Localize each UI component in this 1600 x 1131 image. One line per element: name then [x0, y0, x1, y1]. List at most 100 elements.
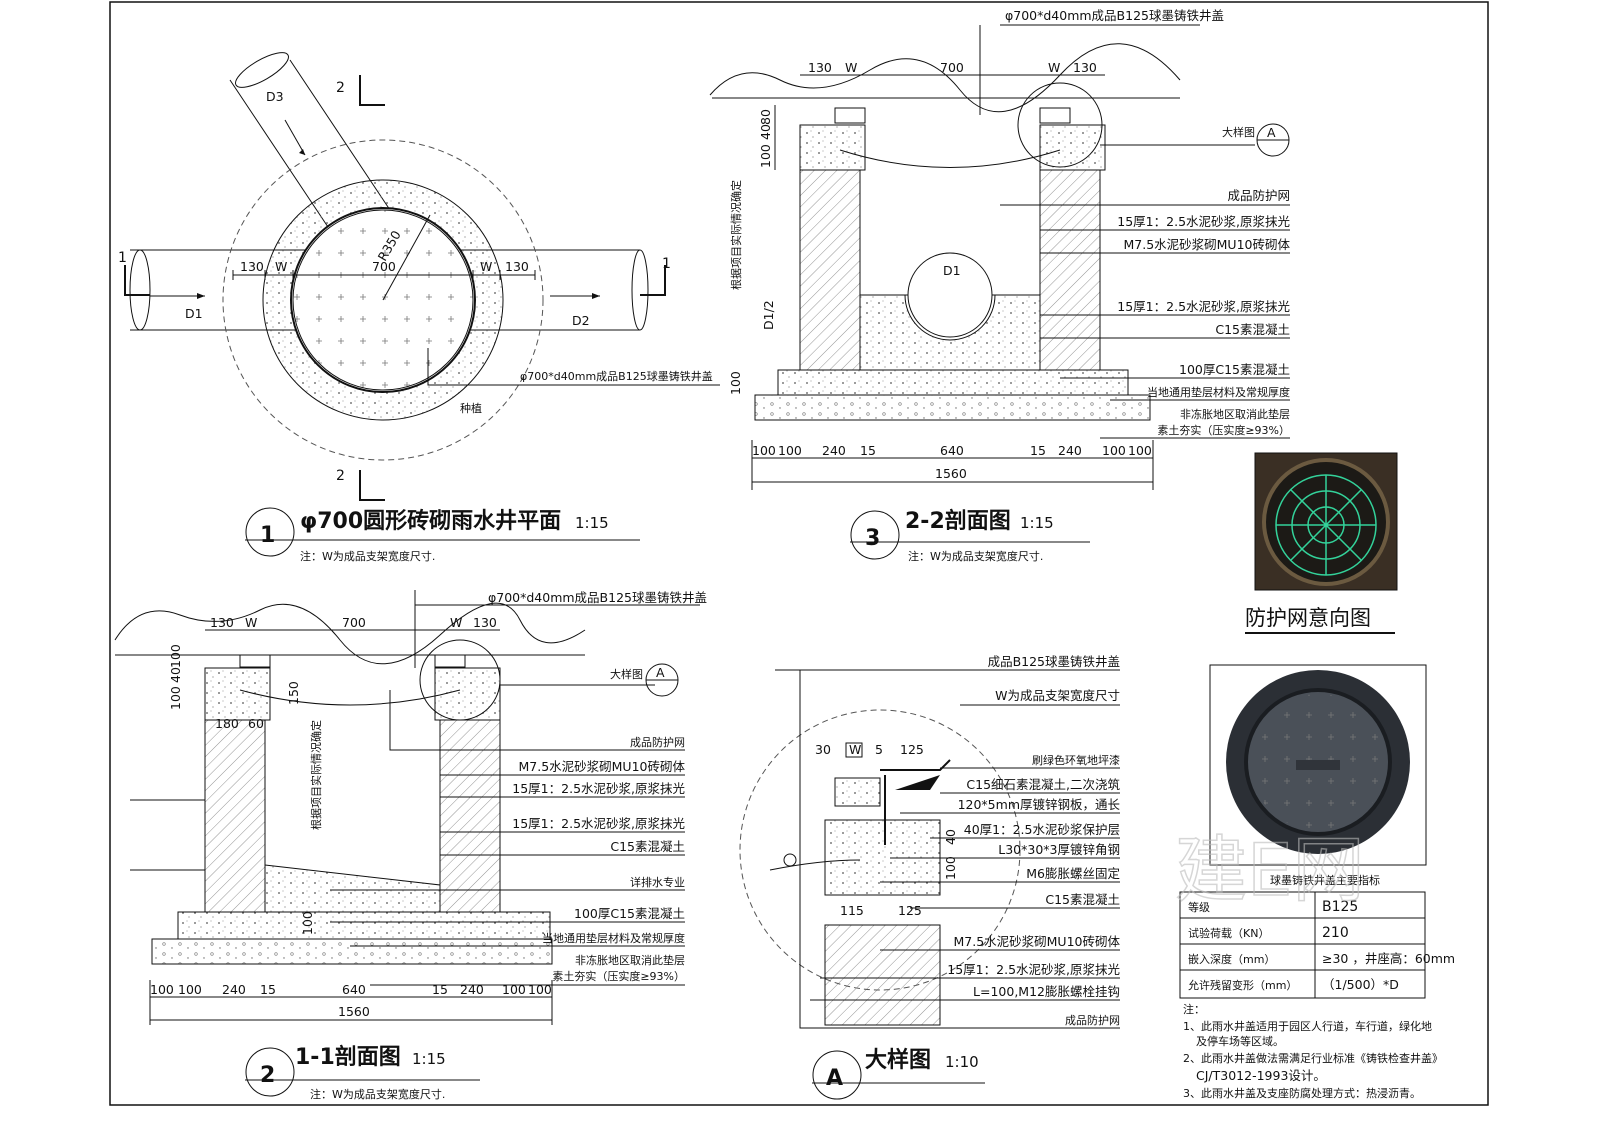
pipe-d3-label: D3 — [266, 89, 284, 104]
section-mark-1-right: 1 — [662, 256, 671, 272]
callout-label: M7.5水泥砂浆砌MU10砖砌体 — [518, 759, 685, 774]
dim: 100 — [502, 982, 526, 997]
half-pipe-dim: D1/2 — [761, 300, 776, 330]
cover-photo — [1209, 664, 1427, 866]
callout-label: 刷绿色环氧地坪漆 — [1032, 753, 1120, 767]
section22-callouts: 成品防护网 15厚1：2.5水泥砂浆,原浆抹光 M7.5水泥砂浆砌MU10砖砌体… — [1000, 188, 1290, 439]
dim: 115 — [840, 903, 864, 918]
drawing-note: 注：W为成品支架宽度尺寸. — [310, 1087, 445, 1101]
table-cell: ≥30 ，井座高：60mm — [1322, 951, 1455, 966]
dim: 100 — [528, 982, 552, 997]
detail-ref-label: 大样图 — [1222, 125, 1255, 139]
callout-label: 当地通用垫层材料及常规厚度 — [1147, 385, 1290, 399]
dim-w: W — [480, 259, 492, 274]
detail-ref-label: 大样图 — [610, 667, 643, 681]
table-cell: 允许残留变形（mm） — [1188, 978, 1297, 992]
drawing-number-badge — [245, 507, 295, 557]
callout-label: 15厚1：2.5水泥砂浆,原浆抹光 — [512, 816, 685, 831]
callout-label: C15素混凝土 — [1215, 322, 1290, 337]
callout-label: 成品防护网 — [1065, 1013, 1120, 1027]
callout-label: W为成品支架宽度尺寸 — [995, 688, 1120, 703]
drawing-title: φ700圆形砖砌雨水井平面 — [300, 508, 561, 534]
callout-label: 100厚C15素混凝土 — [1179, 362, 1290, 377]
drawing-title: 2-2剖面图 — [905, 508, 1011, 534]
dim: 700 — [940, 60, 964, 75]
section11-callouts: 成品防护网 M7.5水泥砂浆砌MU10砖砌体 15厚1：2.5水泥砂浆,原浆抹光… — [330, 690, 685, 986]
drawing-scale: 1:15 — [412, 1050, 446, 1068]
dim: 80 — [758, 109, 773, 125]
dim: 125 — [900, 742, 924, 757]
callout-label: C15素混凝土 — [610, 839, 685, 854]
depth-note: 根据项目实际情况确定 — [309, 720, 323, 830]
dim: 130 — [473, 615, 497, 630]
callout-label: M6膨胀螺丝固定 — [1026, 866, 1120, 881]
callout-label: 15厚1：2.5水泥砂浆,原浆抹光 — [1117, 214, 1290, 229]
pipe-d2-label: D2 — [572, 313, 590, 328]
net-photo-caption: 防护网意向图 — [1245, 606, 1371, 630]
section-mark-1-left: 1 — [118, 250, 127, 266]
section-mark-2-bottom: 2 — [336, 468, 345, 484]
dim: 240 — [222, 982, 246, 997]
section-mark-2-top: 2 — [336, 80, 345, 96]
drawing-number: 1 — [260, 523, 275, 548]
dim: 15 — [432, 982, 448, 997]
table-cell: 210 — [1322, 925, 1349, 941]
callout-label: M7.5水泥砂浆砌MU10砖砌体 — [1123, 237, 1290, 252]
dim: 100 — [728, 371, 743, 395]
dim-700: 700 — [372, 259, 396, 274]
pipe-label: D1 — [943, 263, 961, 278]
callout-label: 素土夯实（压实度≥93%） — [552, 969, 685, 983]
callout-label: 100厚C15素混凝土 — [574, 906, 685, 921]
dim: 60 — [248, 716, 264, 731]
note-line: 2、此雨水井盖做法需满足行业标准《铸铁检查井盖》 — [1183, 1051, 1443, 1065]
dim: 130 — [1073, 60, 1097, 75]
cover-callout: φ700*d40mm成品B125球墨铸铁井盖 — [520, 369, 713, 383]
callout-label: C15细石素混凝土,二次浇筑 — [966, 777, 1120, 792]
dim: 100 — [1102, 443, 1126, 458]
dim: 150 — [286, 681, 301, 705]
dim-total: 1560 — [338, 1004, 370, 1019]
dim: W — [845, 60, 857, 75]
drawing-scale: 1:10 — [945, 1053, 979, 1071]
dim: 100 — [150, 982, 174, 997]
watermark-logo: 建E网 — [1175, 828, 1365, 912]
callout-label: 成品防护网 — [630, 735, 685, 749]
dim: 100 — [752, 443, 776, 458]
detail-ref-letter: A — [1267, 125, 1276, 140]
notes-heading: 注： — [1183, 1002, 1205, 1016]
callout-label: 120*5mm厚镀锌钢板，通长 — [958, 797, 1121, 812]
callout-label: C15素混凝土 — [1045, 892, 1120, 907]
callout-label: M7.5水泥砂浆砌MU10砖砌体 — [953, 934, 1120, 949]
dim: 15 — [860, 443, 876, 458]
dim: 640 — [342, 982, 366, 997]
dim: 100 — [1128, 443, 1152, 458]
dim-130: 130 — [505, 259, 529, 274]
callout-label: 非冻胀地区取消此垫层 — [575, 953, 685, 967]
callout-label: 成品防护网 — [1227, 188, 1290, 203]
dim: 100 — [300, 911, 315, 935]
dim: 180 — [215, 716, 239, 731]
dim: 130 — [808, 60, 832, 75]
protective-net-photo: 防护网意向图 — [1245, 452, 1398, 634]
callout-label: 15厚1：2.5水泥砂浆,原浆抹光 — [947, 962, 1120, 977]
dim: 240 — [460, 982, 484, 997]
detail-a: 30 W 5 125 40 100 115 125 成品B125球墨铸铁井盖 W… — [739, 654, 1121, 1100]
callout-label: 详排水专业 — [630, 875, 685, 889]
callout-label: 非冻胀地区取消此垫层 — [1180, 407, 1290, 421]
planting-label: 种植 — [460, 401, 482, 415]
dim: 100 — [778, 443, 802, 458]
sheet-frame — [109, 1, 1489, 1106]
callout-label: 15厚1：2.5水泥砂浆,原浆抹光 — [1117, 299, 1290, 314]
dim: W — [450, 615, 462, 630]
drawing-note: 注：W为成品支架宽度尺寸. — [908, 549, 1043, 563]
dim: 100 — [943, 856, 958, 880]
table-cell: 试验荷载（KN） — [1188, 926, 1269, 940]
drawing-scale: 1:15 — [575, 514, 609, 532]
dim: W — [1048, 60, 1060, 75]
depth-note: 根据项目实际情况确定 — [729, 180, 743, 290]
table-cell: B125 — [1322, 899, 1358, 915]
dim: 100 — [168, 686, 183, 710]
dim: 700 — [342, 615, 366, 630]
